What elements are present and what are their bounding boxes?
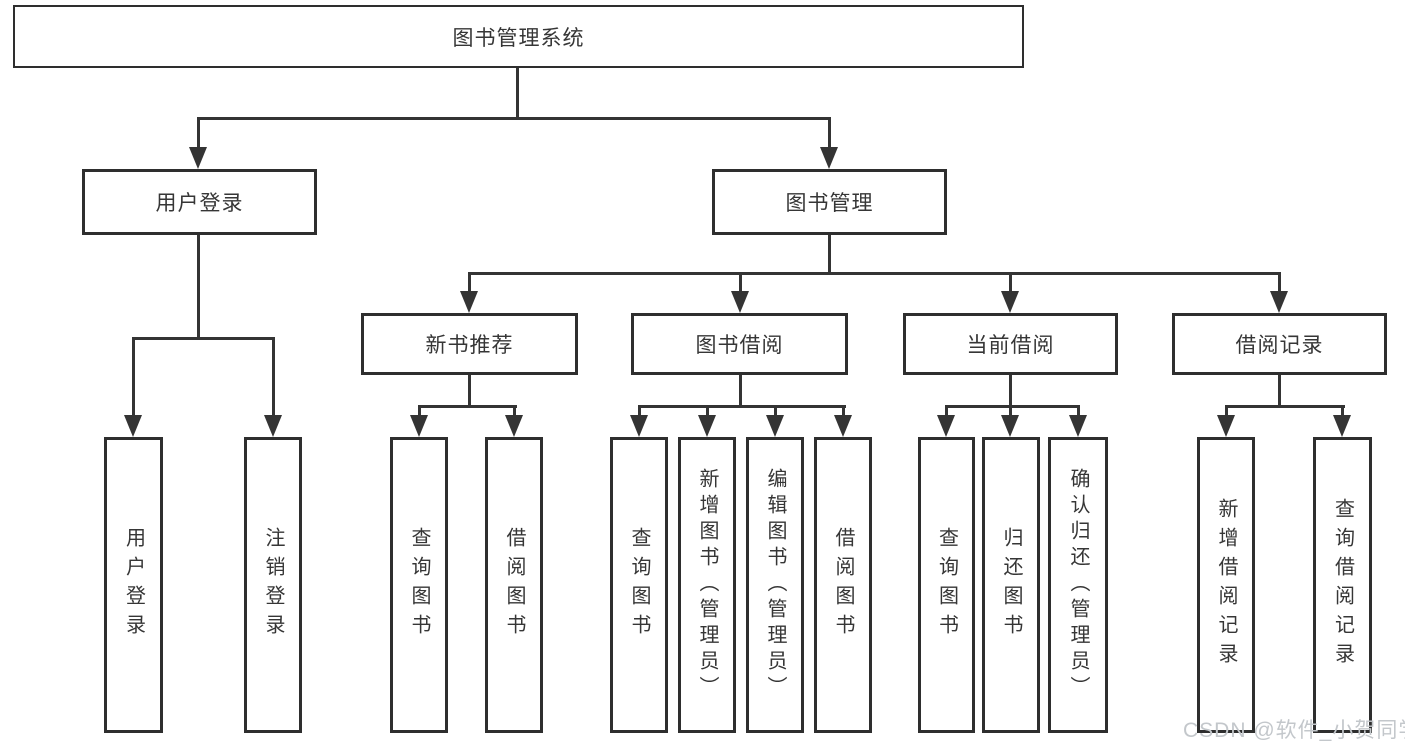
arrowhead-icon bbox=[1333, 415, 1351, 437]
connector-line bbox=[638, 405, 641, 418]
leaf-current-return: 归还图书 bbox=[982, 437, 1040, 733]
leaf-borrow-add: 新增图书（管理员） bbox=[678, 437, 736, 733]
arrowhead-icon bbox=[189, 147, 207, 169]
node-new-book-recommend-label: 新书推荐 bbox=[425, 334, 514, 357]
leaf-newbooks-query-label: 查询图书 bbox=[408, 527, 430, 643]
connector-line bbox=[418, 405, 517, 408]
leaf-user-login: 用户登录 bbox=[104, 437, 163, 733]
arrowhead-icon bbox=[731, 291, 749, 313]
connector-line bbox=[516, 68, 519, 119]
leaf-borrow-query: 查询图书 bbox=[610, 437, 668, 733]
connector-line bbox=[739, 272, 742, 294]
connector-line bbox=[828, 117, 831, 150]
arrowhead-icon bbox=[820, 147, 838, 169]
arrowhead-icon bbox=[410, 415, 428, 437]
arrowhead-icon bbox=[1217, 415, 1235, 437]
arrowhead-icon bbox=[766, 415, 784, 437]
leaf-current-query-label: 查询图书 bbox=[935, 527, 958, 643]
connector-line bbox=[418, 405, 421, 418]
node-book-management: 图书管理 bbox=[712, 169, 947, 235]
connector-line bbox=[828, 235, 831, 275]
leaf-borrow-borrow: 借阅图书 bbox=[814, 437, 872, 733]
connector-line bbox=[842, 405, 845, 418]
leaf-borrow-add-label: 新增图书（管理员） bbox=[696, 468, 718, 702]
connector-line bbox=[1009, 272, 1012, 294]
leaf-user-login-label: 用户登录 bbox=[122, 527, 145, 643]
node-borrow-records-label: 借阅记录 bbox=[1235, 334, 1324, 357]
arrowhead-icon bbox=[1270, 291, 1288, 313]
leaf-current-confirm-label: 确认归还（管理员） bbox=[1067, 468, 1089, 702]
arrowhead-icon bbox=[937, 415, 955, 437]
connector-line bbox=[468, 272, 471, 294]
connector-line bbox=[468, 272, 1281, 275]
connector-line bbox=[197, 235, 200, 340]
node-root-label: 图书管理系统 bbox=[452, 26, 585, 50]
arrowhead-icon bbox=[124, 415, 142, 437]
arrowhead-icon bbox=[834, 415, 852, 437]
leaf-borrow-edit-label: 编辑图书（管理员） bbox=[764, 468, 786, 702]
connector-line bbox=[945, 405, 1080, 408]
node-current-borrow: 当前借阅 bbox=[903, 313, 1118, 375]
node-borrow-records: 借阅记录 bbox=[1172, 313, 1387, 375]
connector-line bbox=[1009, 375, 1012, 408]
node-book-management-label: 图书管理 bbox=[785, 192, 874, 215]
node-new-book-recommend: 新书推荐 bbox=[361, 313, 578, 375]
leaf-borrow-borrow-label: 借阅图书 bbox=[832, 527, 854, 643]
leaf-borrow-query-label: 查询图书 bbox=[628, 527, 650, 643]
node-user-login: 用户登录 bbox=[82, 169, 317, 235]
connector-line bbox=[513, 405, 516, 418]
connector-line bbox=[468, 375, 471, 408]
leaf-records-query: 查询借阅记录 bbox=[1313, 437, 1372, 733]
leaf-current-confirm: 确认归还（管理员） bbox=[1048, 437, 1108, 733]
arrowhead-icon bbox=[505, 415, 523, 437]
connector-line bbox=[945, 405, 948, 418]
connector-line bbox=[197, 117, 200, 150]
connector-line bbox=[132, 337, 275, 340]
arrowhead-icon bbox=[1069, 415, 1087, 437]
connector-line bbox=[1278, 272, 1281, 294]
leaf-records-add-label: 新增借阅记录 bbox=[1215, 498, 1237, 672]
connector-line bbox=[1278, 375, 1281, 408]
arrowhead-icon bbox=[1001, 415, 1019, 437]
connector-line bbox=[739, 375, 742, 408]
connector-line bbox=[1341, 405, 1344, 418]
connector-line bbox=[774, 405, 777, 418]
watermark: CSDN @软件_小贺同学 bbox=[1183, 719, 1405, 742]
arrowhead-icon bbox=[460, 291, 478, 313]
connector-line bbox=[1225, 405, 1345, 408]
arrowhead-icon bbox=[264, 415, 282, 437]
connector-line bbox=[706, 405, 709, 418]
node-root: 图书管理系统 bbox=[13, 5, 1024, 68]
connector-line bbox=[1009, 405, 1012, 418]
node-current-borrow-label: 当前借阅 bbox=[966, 334, 1055, 357]
leaf-logout: 注销登录 bbox=[244, 437, 302, 733]
leaf-newbooks-query: 查询图书 bbox=[390, 437, 448, 733]
leaf-current-query: 查询图书 bbox=[918, 437, 975, 733]
arrowhead-icon bbox=[1001, 291, 1019, 313]
connector-line bbox=[272, 337, 275, 418]
leaf-newbooks-borrow: 借阅图书 bbox=[485, 437, 543, 733]
arrowhead-icon bbox=[630, 415, 648, 437]
leaf-records-add: 新增借阅记录 bbox=[1197, 437, 1255, 733]
leaf-records-query-label: 查询借阅记录 bbox=[1331, 498, 1354, 672]
node-book-borrow: 图书借阅 bbox=[631, 313, 848, 375]
connector-line bbox=[638, 405, 846, 408]
leaf-current-return-label: 归还图书 bbox=[1000, 527, 1022, 643]
connector-line bbox=[132, 337, 135, 418]
connector-line bbox=[1077, 405, 1080, 418]
connector-line bbox=[1225, 405, 1228, 418]
leaf-logout-label: 注销登录 bbox=[262, 527, 284, 643]
node-user-login-label: 用户登录 bbox=[155, 192, 244, 215]
node-book-borrow-label: 图书借阅 bbox=[695, 334, 784, 357]
leaf-newbooks-borrow-label: 借阅图书 bbox=[503, 527, 525, 643]
leaf-borrow-edit: 编辑图书（管理员） bbox=[746, 437, 804, 733]
connector-line bbox=[197, 117, 831, 120]
arrowhead-icon bbox=[698, 415, 716, 437]
